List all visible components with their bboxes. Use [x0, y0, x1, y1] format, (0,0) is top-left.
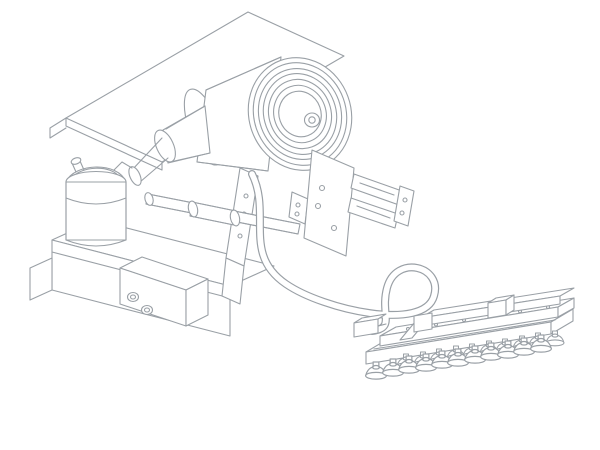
filter-canister: [65, 157, 133, 247]
hose-elbow: [353, 313, 387, 338]
gripper-bar: [353, 287, 575, 380]
fitting-block: [487, 294, 515, 319]
control-box: [119, 256, 209, 327]
piston-rod: [144, 192, 301, 235]
support-strap: [221, 167, 259, 305]
side-plate: [288, 149, 355, 257]
knob-icon: [126, 291, 140, 303]
motor-hub: [303, 112, 321, 128]
mounting-plate: [49, 11, 345, 171]
hose: [248, 170, 440, 335]
clamp-arm: [347, 173, 415, 229]
knob-icon: [140, 304, 154, 316]
